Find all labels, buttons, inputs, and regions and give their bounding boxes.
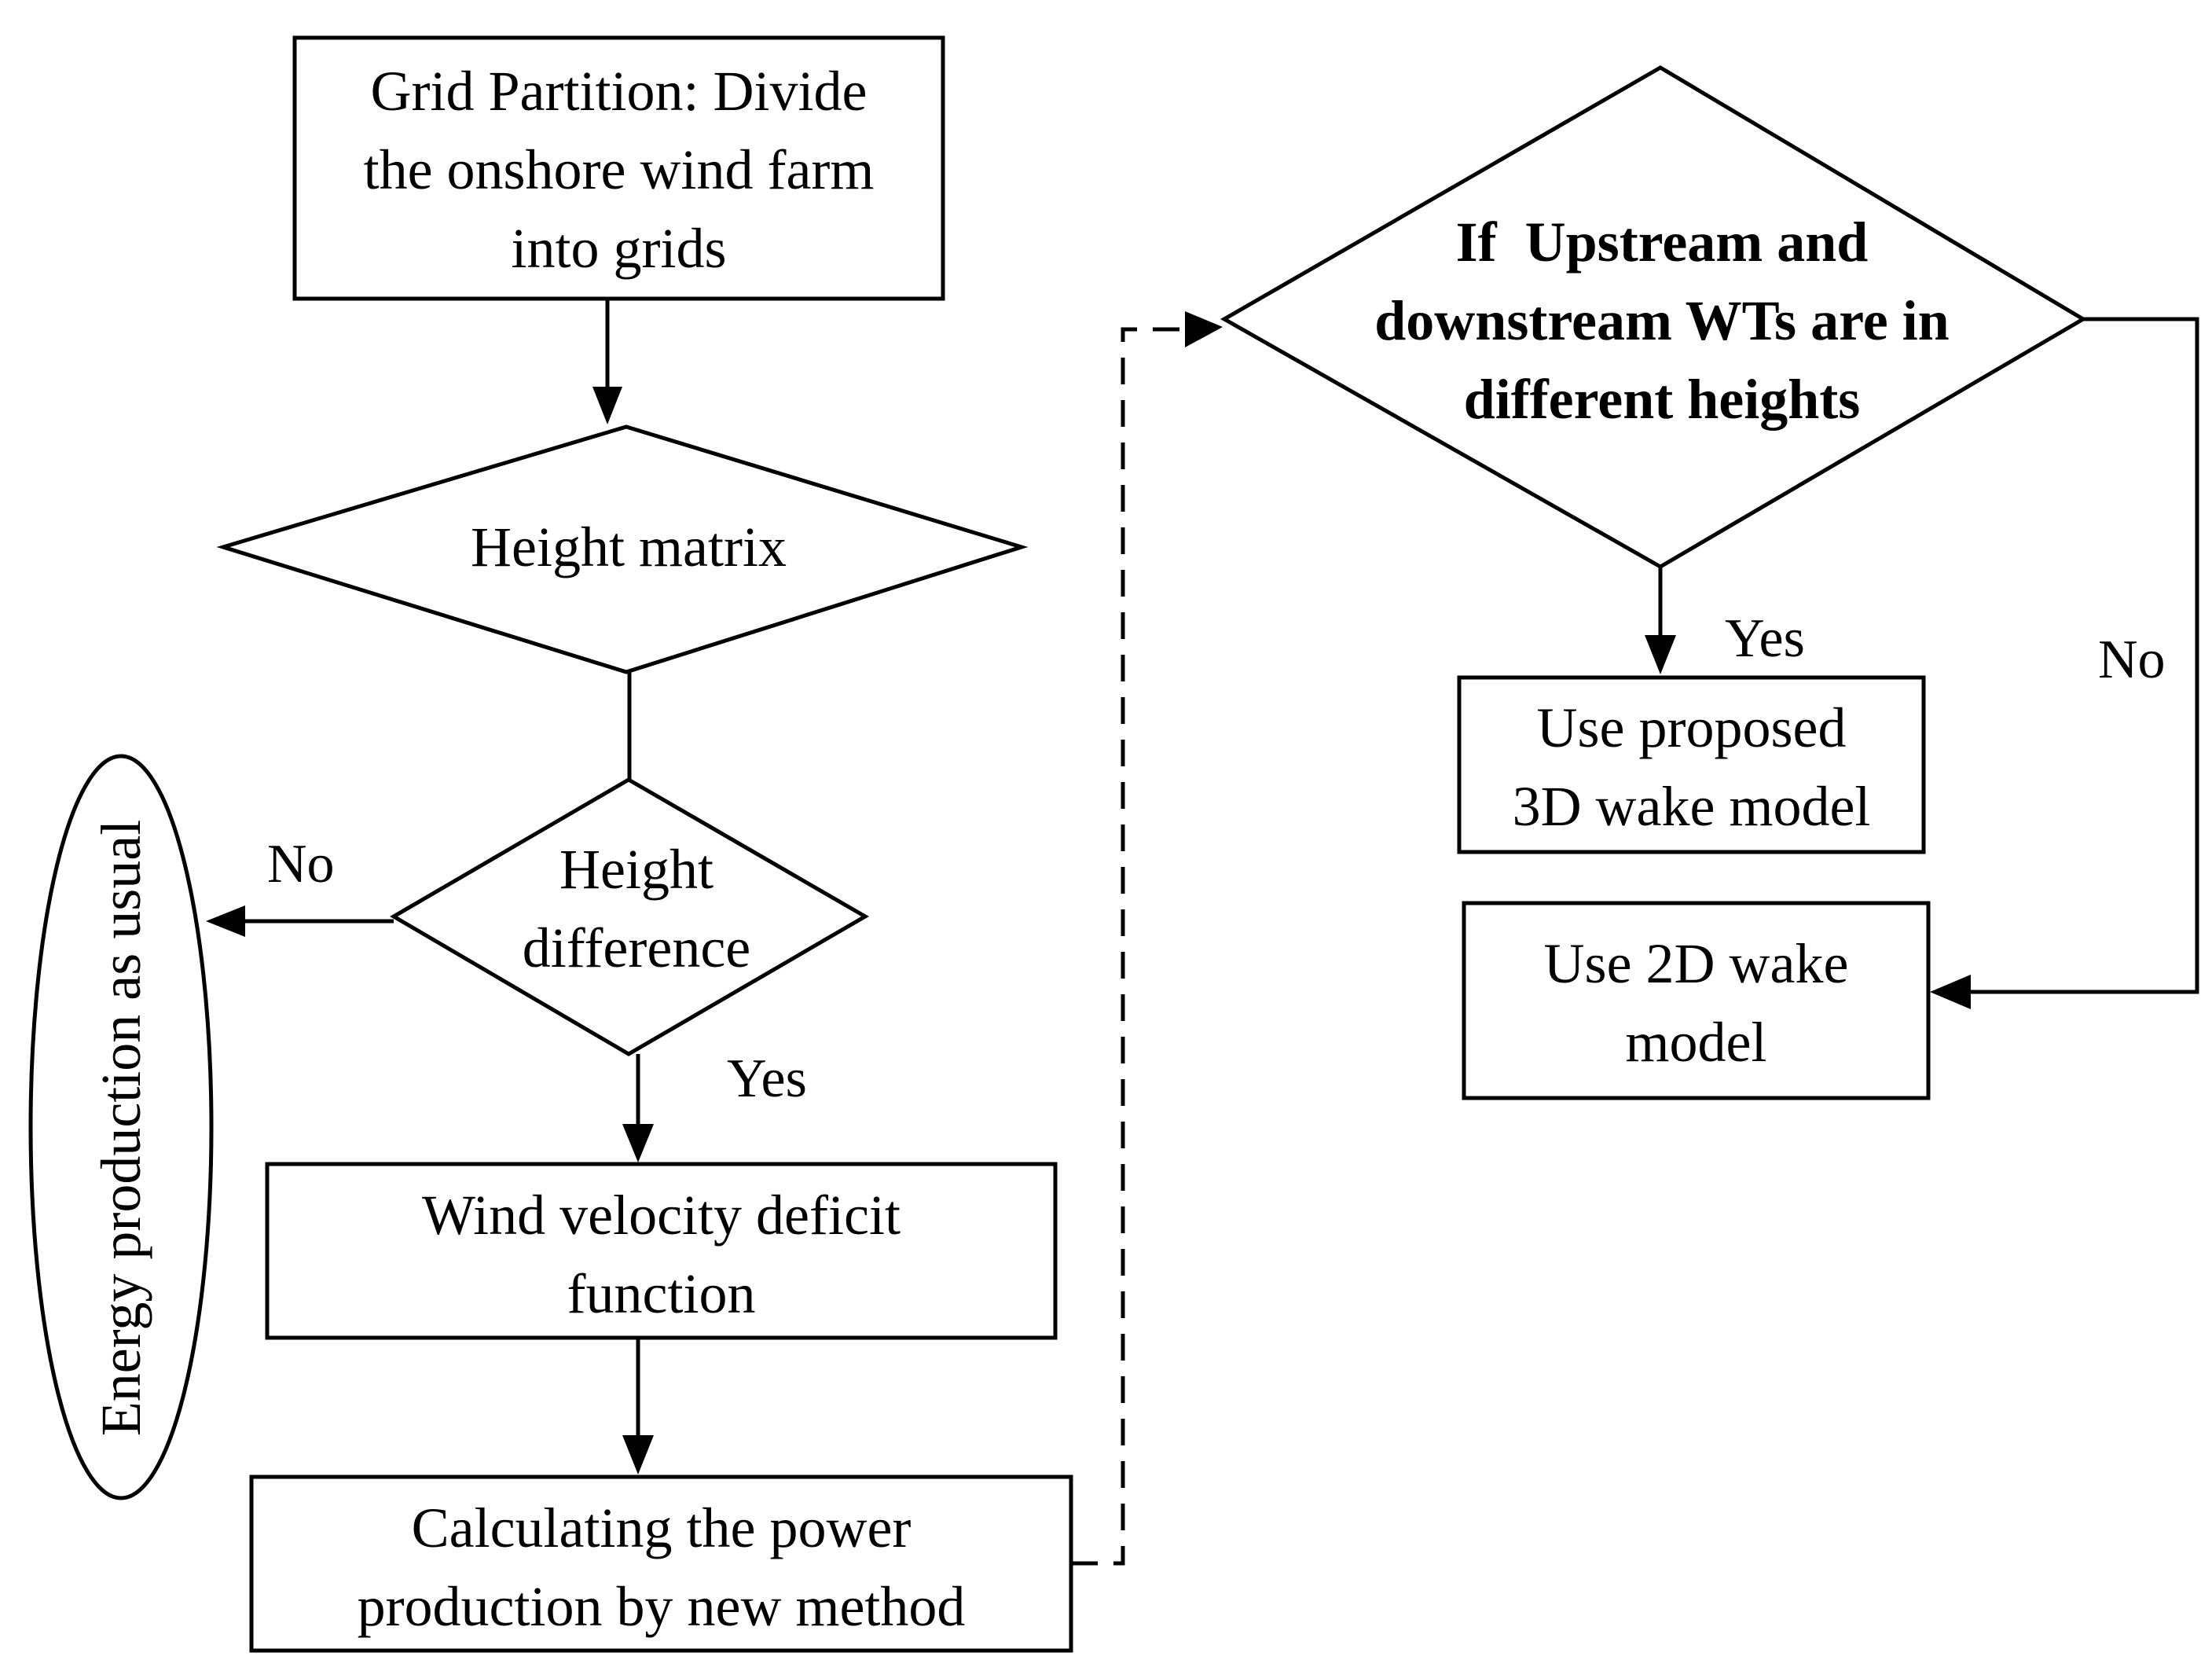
height-difference-diamond [390, 777, 869, 1056]
arrowhead-decision [1185, 311, 1223, 347]
edge-label-no-right: No [2098, 630, 2166, 690]
wind-velocity-text: Wind velocity deficit function [422, 1184, 901, 1325]
arrowhead-use-2d [1930, 975, 1971, 1009]
arrowhead-power [622, 1435, 654, 1475]
wind-velocity-box [265, 1162, 1058, 1340]
connector-decision-no [1964, 317, 2199, 994]
connector-dashed-power-to-decision [1071, 327, 1187, 1566]
grid-partition-box [292, 35, 945, 301]
height-difference-text: Height difference [522, 838, 751, 979]
height-matrix-diamond [216, 424, 1029, 674]
calculating-power-text: Calculating the power production by new … [357, 1497, 966, 1638]
arrowhead-use-3d [1645, 635, 1676, 674]
use-3d-text: Use proposed 3D wake model [1512, 696, 1871, 838]
calculating-power-box [249, 1475, 1073, 1653]
edge-label-no-left: No [267, 834, 335, 894]
energy-usual-ellipse [28, 754, 214, 1500]
energy-usual-text: Energy production as usual [90, 819, 152, 1437]
upstream-decision-text: If Upstream and downstream WTs are in di… [1374, 211, 1950, 431]
height-matrix-text: Height matrix [471, 516, 787, 578]
arrowhead-matrix [592, 387, 622, 424]
edge-label-yes-left: Yes [727, 1049, 807, 1109]
grid-partition-text: Grid Partition: Divide the onshore wind … [363, 60, 875, 280]
use-2d-box [1462, 901, 1931, 1100]
edge-label-yes-right: Yes [1725, 608, 1805, 669]
arrowhead-wind-velocity [622, 1124, 654, 1162]
arrowhead-energy-usual [206, 905, 245, 937]
use-3d-box [1457, 675, 1926, 854]
use-2d-text: Use 2D wake model [1543, 932, 1849, 1074]
